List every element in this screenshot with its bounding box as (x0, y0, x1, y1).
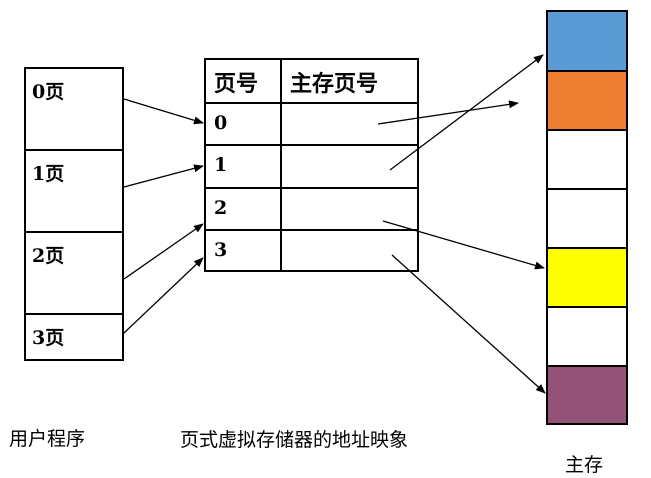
diagram-title: 页式虚拟存储器的地址映象 (180, 429, 409, 451)
memory-block-0 (548, 12, 626, 72)
memory-block-6 (548, 367, 626, 423)
arrow-page-1-to-row-1 (123, 164, 204, 188)
program-page-0: 0页 (26, 69, 122, 151)
arrow-page-0-to-row-0 (123, 98, 204, 125)
page-table-row-1: 1 (206, 146, 417, 189)
page-table-row-number: 0 (214, 112, 228, 134)
program-page-label: 2页 (32, 245, 65, 267)
page-table-row-number: 2 (214, 197, 228, 219)
page-table-row-3: 3 (206, 231, 417, 270)
program-page-1: 1页 (26, 151, 122, 233)
page-table-header: 页号 主存页号 (206, 60, 417, 104)
header-frame-no: 主存页号 (290, 71, 379, 97)
header-page-no: 页号 (214, 71, 259, 97)
program-page-label: 3页 (32, 327, 65, 349)
main-memory-caption: 主存 (565, 454, 604, 476)
program-page-2: 2页 (26, 233, 122, 315)
page-table-row-0: 0 (206, 104, 417, 146)
program-page-label: 0页 (32, 81, 65, 103)
user-program-box: 0页 1页 2页 3页 (24, 67, 124, 361)
page-table-row-number: 1 (214, 154, 228, 176)
arrow-row-3-to-memory (391, 254, 546, 394)
program-page-label: 1页 (32, 163, 65, 185)
page-table-column-divider (280, 60, 282, 270)
memory-block-4 (548, 249, 626, 308)
user-program-caption: 用户程序 (9, 428, 86, 450)
page-table: 页号 主存页号 0 1 2 3 (204, 58, 419, 272)
page-table-row-number: 3 (214, 239, 228, 261)
arrow-page-3-to-row-3 (123, 257, 204, 334)
arrow-page-2-to-row-2 (123, 223, 204, 280)
memory-block-3 (548, 190, 626, 249)
memory-block-5 (548, 308, 626, 367)
page-table-row-2: 2 (206, 189, 417, 231)
main-memory-box (546, 10, 628, 425)
memory-block-1 (548, 72, 626, 131)
program-page-3: 3页 (26, 315, 122, 359)
memory-block-2 (548, 131, 626, 190)
